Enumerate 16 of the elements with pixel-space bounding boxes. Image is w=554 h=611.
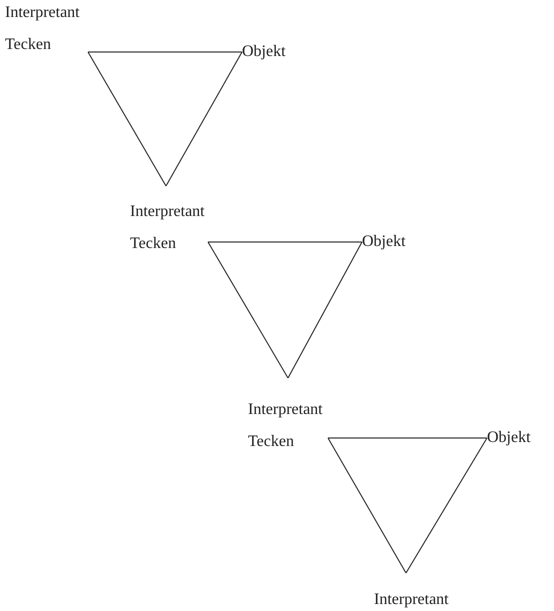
- connector-line: [328, 438, 406, 574]
- connector-line: [208, 242, 288, 378]
- connector-line: [406, 438, 488, 574]
- node-label: Objekt: [362, 233, 406, 251]
- node-label: Tecken: [5, 36, 51, 54]
- node-label: Interpretant: [130, 203, 205, 221]
- connector-line: [166, 52, 242, 186]
- connector-line: [88, 52, 166, 186]
- connector-line: [288, 242, 362, 378]
- node-label: Objekt: [487, 429, 531, 447]
- node-label: Interpretant: [5, 4, 80, 22]
- node-label: Tecken: [130, 235, 176, 253]
- node-label: Objekt: [242, 43, 286, 61]
- node-label: Tecken: [248, 433, 294, 451]
- node-label: Interpretant: [248, 401, 323, 419]
- node-label: Interpretant: [374, 591, 449, 609]
